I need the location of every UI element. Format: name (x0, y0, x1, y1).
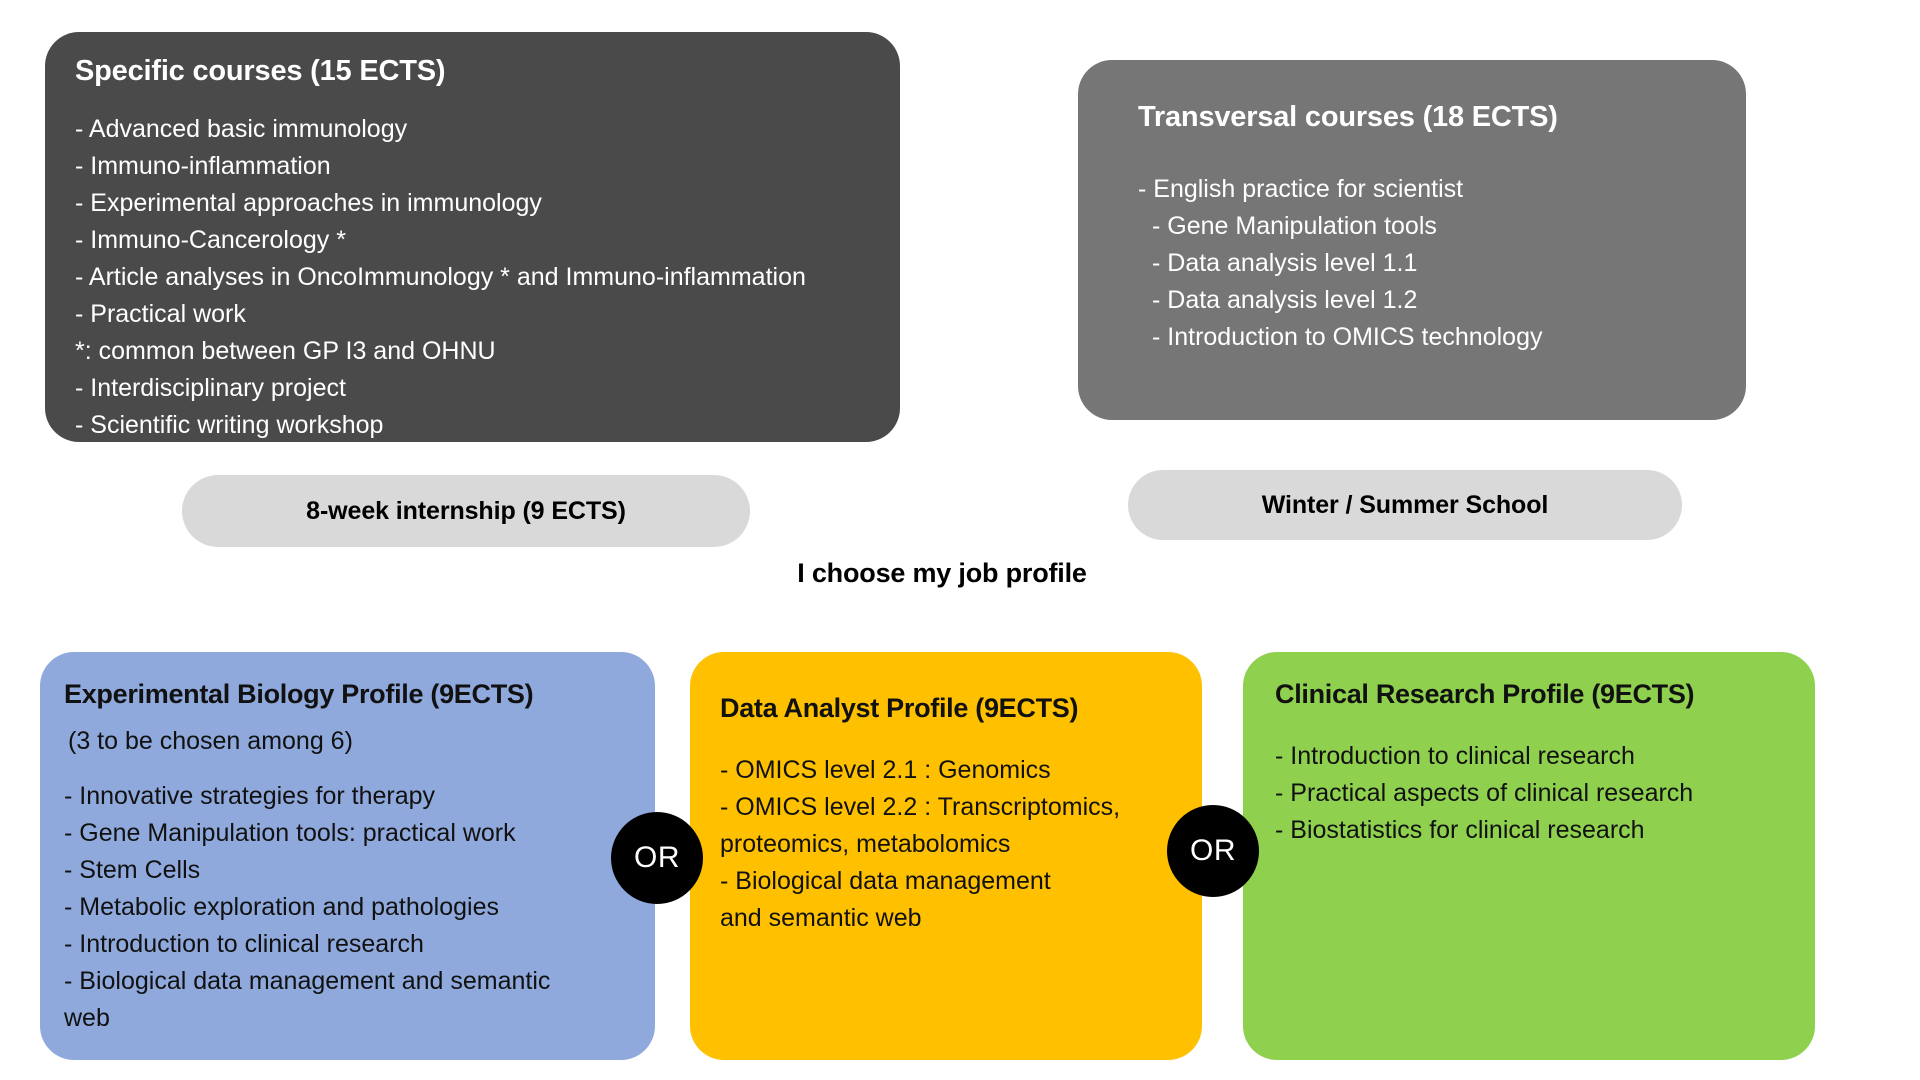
specific-courses-footnote: *: common between GP I3 and OHNU (75, 336, 496, 365)
experimental-biology-item: - Biological data management and semanti… (64, 966, 551, 995)
or-connector-right: OR (1167, 805, 1259, 897)
experimental-biology-item: - Metabolic exploration and pathologies (64, 892, 499, 921)
specific-courses-item: - Immuno-inflammation (75, 151, 331, 180)
specific-courses-item: - Advanced basic immunology (75, 114, 408, 143)
experimental-biology-item: - Innovative strategies for therapy (64, 781, 436, 810)
data-analyst-profile-box: Data Analyst Profile (9ECTS) - OMICS lev… (690, 652, 1202, 1060)
experimental-biology-item: - Stem Cells (64, 855, 201, 884)
specific-courses-item: - Article analyses in OncoImmunology * a… (75, 262, 806, 291)
experimental-biology-item: - Gene Manipulation tools: practical wor… (64, 818, 516, 847)
transversal-courses-item: - Introduction to OMICS technology (1152, 322, 1543, 351)
specific-courses-item: - Practical work (75, 299, 246, 328)
specific-courses-title: Specific courses (15 ECTS) (75, 55, 446, 87)
transversal-courses-item: - English practice for scientist (1138, 174, 1464, 203)
transversal-courses-item: - Data analysis level 1.1 (1152, 248, 1418, 277)
transversal-courses-title: Transversal courses (18 ECTS) (1138, 101, 1558, 133)
data-analyst-item: - OMICS level 2.1 : Genomics (720, 755, 1051, 784)
experimental-biology-item: - Introduction to clinical research (64, 929, 424, 958)
clinical-research-spacer (1275, 722, 1791, 738)
clinical-research-item: - Introduction to clinical research (1275, 741, 1635, 770)
or-connector-left: OR (611, 812, 703, 904)
experimental-biology-profile-box: Experimental Biology Profile (9ECTS) (3 … (40, 652, 655, 1060)
transversal-courses-item: - Gene Manipulation tools (1152, 211, 1437, 240)
data-analyst-title: Data Analyst Profile (9ECTS) (720, 693, 1079, 723)
specific-courses-item: - Experimental approaches in immunology (75, 188, 542, 217)
specific-courses-item: - Immuno-Cancerology * (75, 225, 346, 254)
specific-courses-panel: Specific courses (15 ECTS) - Advanced ba… (45, 32, 900, 442)
clinical-research-profile-box: Clinical Research Profile (9ECTS) - Intr… (1243, 652, 1815, 1060)
data-analyst-item: - OMICS level 2.2 : Transcriptomics, (720, 792, 1121, 821)
clinical-research-item: - Biostatistics for clinical research (1275, 815, 1645, 844)
internship-pill: 8-week internship (9 ECTS) (182, 475, 750, 547)
transversal-courses-item: - Data analysis level 1.2 (1152, 285, 1418, 314)
data-analyst-spacer (720, 736, 1178, 752)
clinical-research-title: Clinical Research Profile (9ECTS) (1275, 679, 1695, 709)
clinical-research-item: - Practical aspects of clinical research (1275, 778, 1694, 807)
data-analyst-item-wrap: and semantic web (720, 903, 922, 932)
winter-summer-school-pill: Winter / Summer School (1128, 470, 1682, 540)
data-analyst-item-wrap: proteomics, metabolomics (720, 829, 1011, 858)
experimental-biology-item-wrap: web (64, 1003, 110, 1032)
experimental-biology-title: Experimental Biology Profile (9ECTS) (64, 679, 534, 709)
specific-courses-item: - Interdisciplinary project (75, 373, 346, 402)
specific-courses-item: - Scientific writing workshop (75, 410, 384, 439)
transversal-courses-panel: Transversal courses (18 ECTS) - English … (1078, 60, 1746, 420)
experimental-biology-subtitle: (3 to be chosen among 6) (68, 726, 353, 755)
choose-job-profile-text: I choose my job profile (797, 558, 1087, 588)
choose-job-profile-heading: I choose my job profile (0, 558, 1920, 589)
data-analyst-item: - Biological data management (720, 866, 1051, 895)
